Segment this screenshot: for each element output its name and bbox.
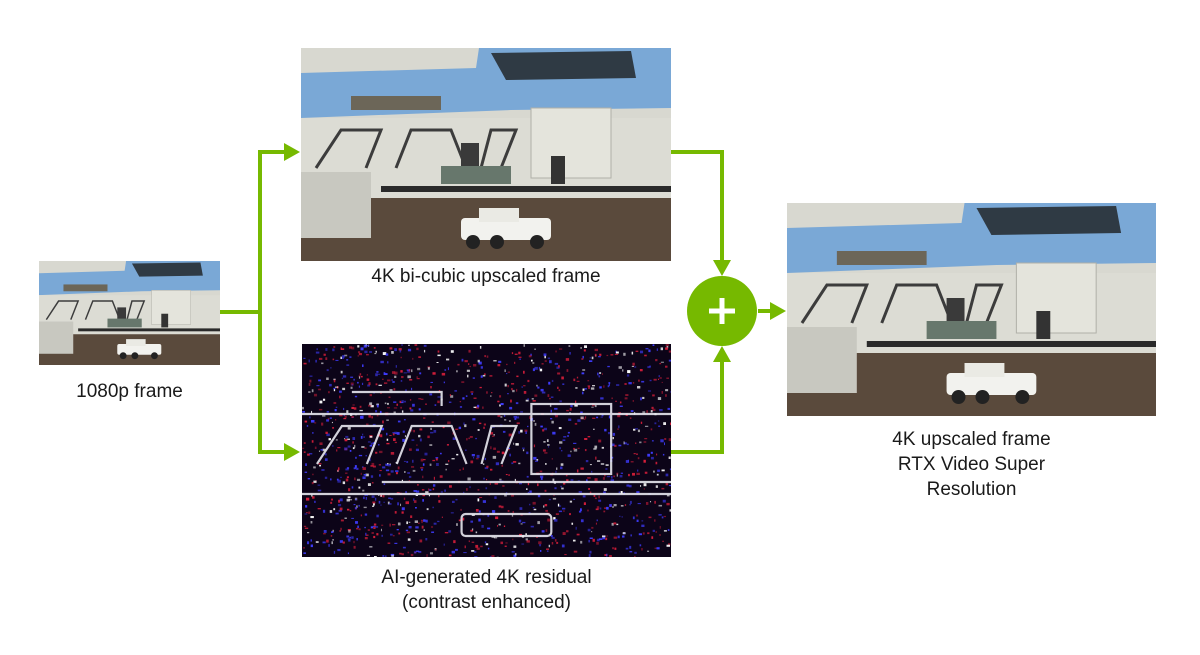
connector-bicubic-to-sum	[670, 150, 724, 264]
arrowhead-bicubic	[284, 143, 300, 161]
residual-frame-caption: AI-generated 4K residual (contrast enhan…	[381, 567, 592, 613]
arrowhead-sum-bottom	[713, 346, 731, 362]
connector-residual-to-sum	[670, 358, 724, 454]
arrowhead-output	[770, 302, 786, 320]
plus-icon	[709, 298, 735, 324]
input-frame-caption: 1080p frame	[76, 381, 183, 402]
output-frame-caption: 4K upscaled frame RTX Video Super Resolu…	[892, 429, 1051, 500]
arrowhead-sum-top	[713, 260, 731, 276]
output-4k-frame	[787, 203, 1156, 416]
bicubic-upscaled-frame	[301, 48, 671, 261]
input-1080p-frame	[39, 261, 220, 365]
ai-residual-frame	[302, 344, 671, 557]
connector-split	[220, 152, 262, 452]
bicubic-frame-caption: 4K bi-cubic upscaled frame	[371, 266, 601, 287]
arrowhead-residual	[284, 443, 300, 461]
